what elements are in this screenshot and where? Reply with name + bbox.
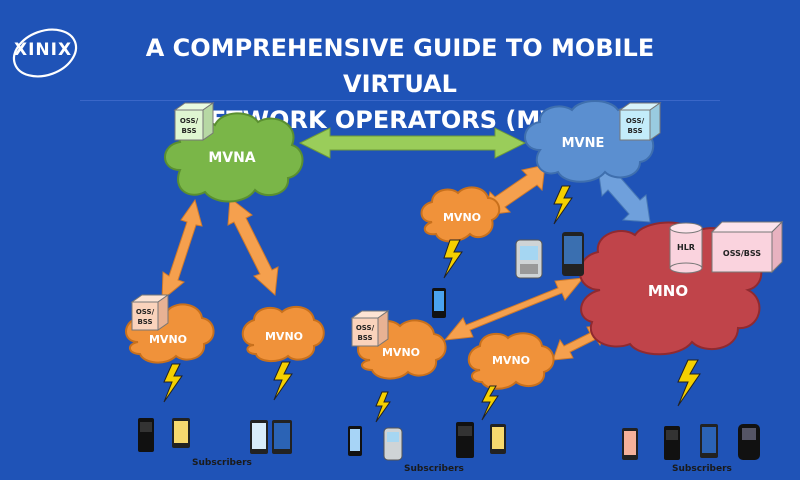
oss-bss-mid-line2: BSS bbox=[357, 334, 372, 342]
phone-icon bbox=[738, 424, 760, 460]
phone-icon bbox=[272, 420, 292, 454]
oss-bss-box-mvno-left1: OSS/ BSS bbox=[130, 294, 170, 331]
lightning-icon bbox=[163, 363, 183, 403]
oss-bss-left1-line1: OSS/ bbox=[136, 308, 155, 316]
arrow-mvna-mvne bbox=[298, 127, 527, 159]
mvno-cloud-right: MVNO bbox=[467, 332, 555, 390]
lightning-icon bbox=[553, 185, 573, 225]
lightning-icon bbox=[273, 361, 293, 401]
arrow-mvna-mvno-left1 bbox=[161, 198, 203, 302]
phone-icon bbox=[172, 418, 190, 448]
arrow-mno-mvno-mid bbox=[443, 277, 585, 341]
arrow-mvna-mvno-left2 bbox=[227, 197, 279, 297]
oss-bss-mvna-line2: BSS bbox=[181, 127, 196, 135]
subscribers-label-left: Subscribers bbox=[192, 458, 252, 468]
mvna-label: MVNA bbox=[208, 150, 255, 166]
logo-text: XINIX bbox=[14, 40, 73, 60]
mvno-cloud-left2: MVNO bbox=[241, 305, 325, 362]
oss-bss-mvna-line1: OSS/ bbox=[180, 117, 199, 125]
mvno-cloud-top: MVNO bbox=[420, 186, 501, 243]
subscribers-label-mid: Subscribers bbox=[404, 464, 464, 474]
oss-bss-mvne-line2: BSS bbox=[627, 127, 642, 135]
oss-bss-mvne-line1: OSS/ bbox=[626, 117, 645, 125]
subscribers-label-right: Subscribers bbox=[672, 464, 732, 474]
phone-icon bbox=[490, 424, 506, 454]
oss-bss-left1-line2: BSS bbox=[137, 318, 152, 326]
oss-bss-mno-label: OSS/BSS bbox=[723, 249, 761, 258]
mvne-label: MVNE bbox=[562, 136, 605, 151]
phone-icon bbox=[250, 420, 268, 454]
mvno-right-label: MVNO bbox=[492, 354, 530, 367]
logo-ring-icon bbox=[12, 28, 78, 78]
phone-icon bbox=[456, 422, 474, 458]
lightning-icon bbox=[677, 359, 701, 407]
oss-bss-box-mvna: OSS/ BSS bbox=[173, 102, 215, 141]
hlr-cylinder: HLR bbox=[669, 222, 703, 274]
lightning-icon bbox=[443, 239, 463, 279]
phone-icon bbox=[515, 239, 543, 279]
title-divider bbox=[80, 100, 720, 101]
mvno-left2-label: MVNO bbox=[265, 330, 303, 343]
mvno-mid-label: MVNO bbox=[382, 346, 420, 359]
phone-icon bbox=[138, 418, 154, 452]
phone-icon bbox=[664, 426, 680, 460]
mno-label: MNO bbox=[648, 282, 688, 300]
title-line-1: A COMPREHENSIVE GUIDE TO MOBILE VIRTUAL bbox=[145, 34, 655, 98]
phone-icon bbox=[700, 424, 718, 458]
phone-icon bbox=[432, 288, 446, 318]
hlr-label: HLR bbox=[677, 243, 695, 252]
oss-bss-mid-line1: OSS/ bbox=[356, 324, 375, 332]
oss-bss-box-mvno-mid: OSS/ BSS bbox=[350, 310, 390, 347]
phone-icon bbox=[622, 428, 638, 460]
lightning-icon bbox=[375, 391, 391, 423]
mvno-top-label: MVNO bbox=[443, 211, 481, 224]
mvno-left1-label: MVNO bbox=[149, 333, 187, 346]
lightning-icon bbox=[481, 385, 499, 421]
oss-bss-box-mno: OSS/BSS bbox=[710, 220, 784, 274]
phone-icon bbox=[348, 426, 362, 456]
phone-icon bbox=[562, 232, 584, 276]
phone-icon bbox=[383, 427, 403, 461]
oss-bss-box-mvne: OSS/ BSS bbox=[618, 102, 662, 141]
